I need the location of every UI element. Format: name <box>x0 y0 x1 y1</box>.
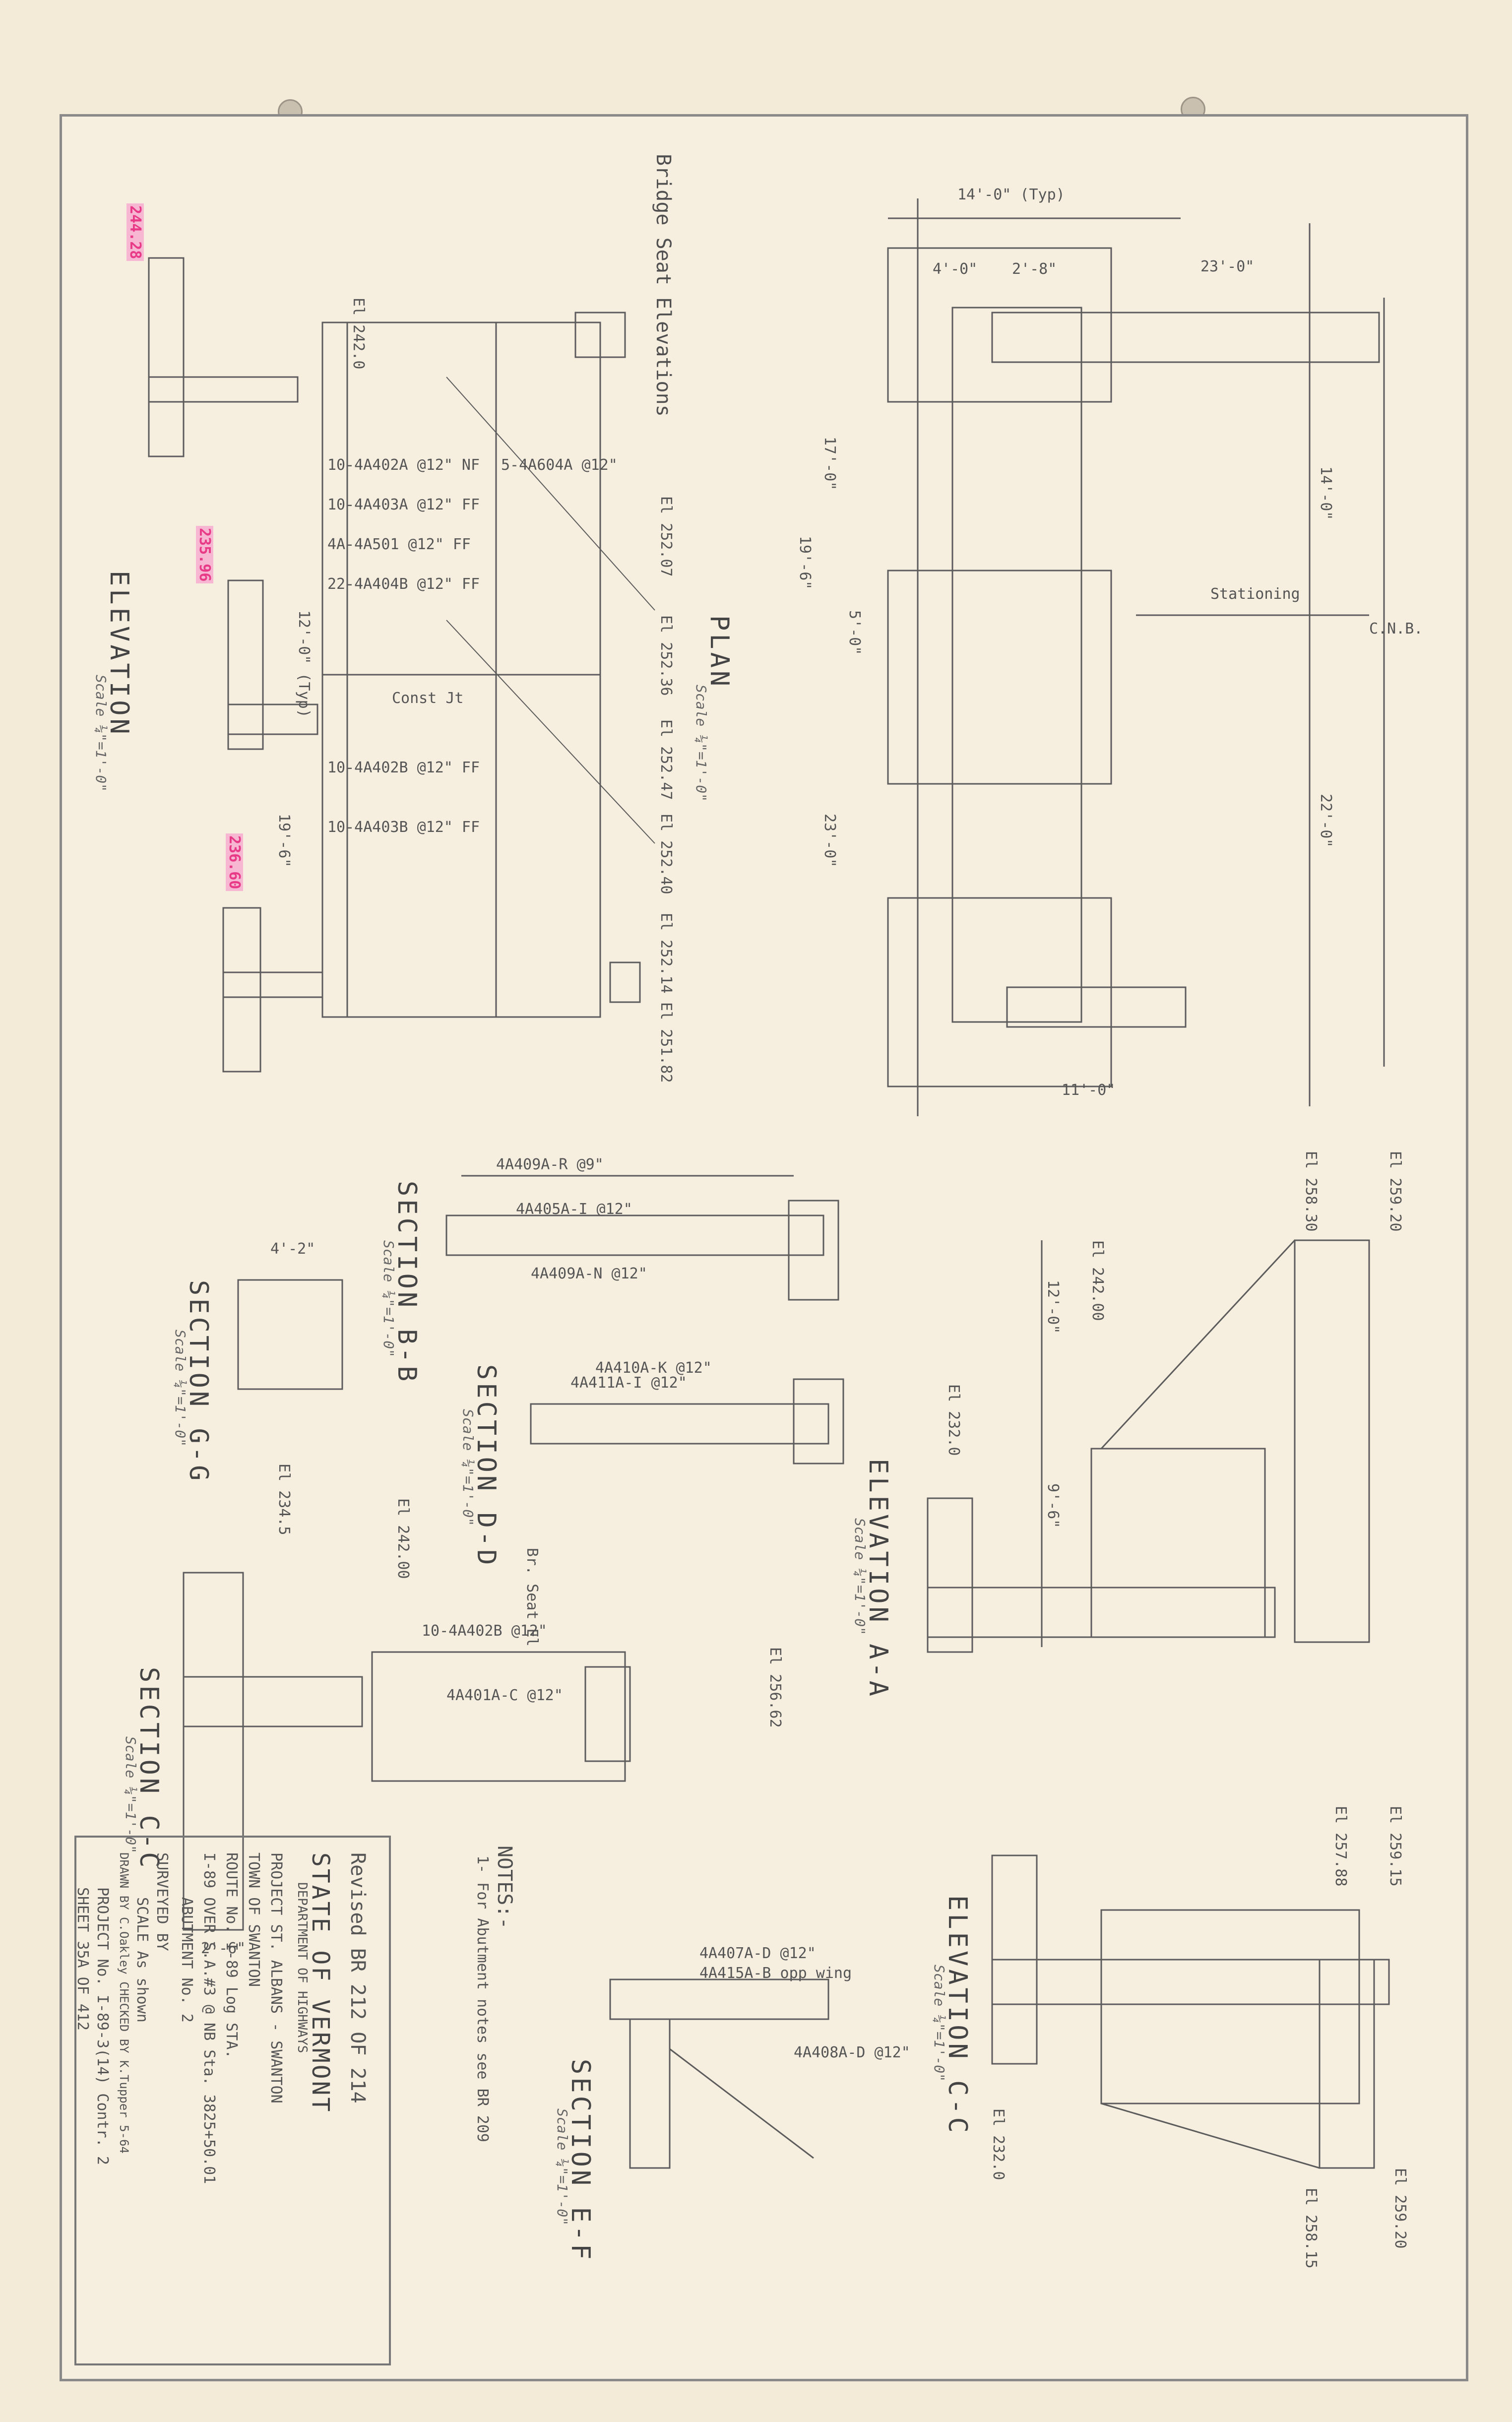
pink-elevation-mark: 244.28 <box>126 203 144 261</box>
bridge-description: I-89 OVER S.A.#3 @ NB Sta. 3825+50.01 <box>200 1852 218 2184</box>
section-bb-lines <box>445 1175 839 1301</box>
department-name: DEPARTMENT OF HIGHWAYS <box>295 1882 310 2053</box>
rebar-callout: 4A409A-N @12" <box>531 1265 647 1282</box>
section-dd-lines <box>530 1378 844 1465</box>
dimension-label: 14'-0" (Typ) <box>957 186 1065 203</box>
elevation-label: El 259.20 <box>1386 1151 1404 1232</box>
elevation-label: El 232.0 <box>990 2108 1007 2180</box>
elevation-view-lines <box>148 257 655 1073</box>
elevation-label: El 258.30 <box>1302 1151 1320 1232</box>
elevation-aa-scale: Scale ¼"=1'-0" <box>852 1518 868 1636</box>
section-bb-scale: Scale ¼"=1'-0" <box>380 1240 397 1358</box>
dimension-label: 12'-0" (Typ) <box>295 610 313 718</box>
elevation-label: El 232.0 <box>945 1384 962 1456</box>
elevation-scale: Scale ¼"=1'-0" <box>93 675 109 792</box>
elevation-label: El 252.36 <box>657 615 675 696</box>
elevation-label: El 251.82 <box>657 1002 675 1083</box>
dimension-label: 5'-0" <box>846 610 863 655</box>
elevation-cc-lines <box>991 1854 1390 2169</box>
rebar-callout: 10-4A403A @12" FF <box>327 496 480 513</box>
dimension-label: 2'-6" <box>201 1940 246 1957</box>
section-ef-scale: Scale ¼"=1'-0" <box>554 2108 570 2226</box>
rebar-callout: 4A405A-I @12" <box>516 1201 632 1218</box>
rebar-callout: 10-4A402B @12" FF <box>327 759 480 776</box>
dimension-label: 19'-6" <box>796 536 814 590</box>
dimension-label: 12'-0" <box>1044 1280 1062 1334</box>
rebar-callout: 4A411A-I @12" <box>570 1374 687 1392</box>
notes-line-1: 1- For Abutment notes see BR 209 <box>474 1855 491 2142</box>
elevation-label: El 252.40 <box>657 814 675 894</box>
elevation-cc-scale: Scale ¼"=1'-0" <box>931 1965 947 2082</box>
elevation-label: El 259.15 <box>1386 1806 1404 1887</box>
project-name: PROJECT ST. ALBANS - SWANTON <box>267 1852 285 2103</box>
elevation-label: El 259.20 <box>1391 2168 1409 2249</box>
title-block: Revised BR 212 OF 214 STATE OF VERMONT D… <box>74 1836 391 2365</box>
rebar-callout: 4A-4A501 @12" FF <box>327 536 471 553</box>
stationing-label: Stationing <box>1210 585 1300 603</box>
elevation-label: El 242.00 <box>1089 1240 1106 1321</box>
section-ef-lines <box>609 1978 829 2169</box>
dimension-label: 11'-0" <box>1062 1082 1116 1099</box>
notes-title: NOTES:- <box>493 1846 516 1929</box>
abutment-number: ABUTMENT No. 2 <box>178 1897 195 2023</box>
dimension-label: 22'-0" <box>1317 794 1334 848</box>
rebar-callout: 10-4A402A @12" NF <box>327 456 480 474</box>
section-cc-lines <box>183 1572 631 1931</box>
rebar-callout: 10-4A402B @12" <box>422 1622 547 1640</box>
elevation-label: El 242.0 <box>350 298 367 370</box>
route-number: ROUTE No. I-89 Log STA. <box>223 1852 240 2059</box>
revision-note: Revised BR 212 OF 214 <box>346 1852 369 2103</box>
elevation-label: El 252.07 <box>657 496 675 577</box>
rebar-callout: 4A407A-D @12" <box>699 1945 816 1962</box>
bridge-seat-el-label: Br. Seat El <box>523 1548 541 1647</box>
rebar-callout: 22-4A404B @12" FF <box>327 575 480 593</box>
sheet-number: SHEET 35A OF 412 <box>74 1887 91 2031</box>
const-joint-label: Const Jt <box>392 690 464 707</box>
elevation-label: El 256.62 <box>766 1647 784 1728</box>
rebar-callout: 10-4A403B @12" FF <box>327 819 480 836</box>
elevation-label: El 258.15 <box>1302 2188 1320 2269</box>
scale-note: SCALE As shown <box>133 1897 151 2023</box>
plan-scale: Scale ¼"=1'-0" <box>693 685 709 802</box>
rebar-callout: 4A415A-B opp wing <box>699 1965 852 1982</box>
dimension-label: 14'-0" <box>1317 466 1334 520</box>
rebar-callout: 4A410A-K @12" <box>595 1359 712 1377</box>
elevation-label: El 257.88 <box>1332 1806 1349 1887</box>
plan-title: PLAN <box>704 615 734 690</box>
dimension-label: 19'-6" <box>275 814 293 868</box>
town-name: TOWN OF SWANTON <box>245 1852 262 1987</box>
drawn-checked-by: DRAWN BY C.Oakley CHECKED BY K.Tupper 5-… <box>117 1852 131 2154</box>
dimension-label: 9'-6" <box>1044 1483 1062 1529</box>
drawing-sheet <box>60 114 1468 2381</box>
elevation-label: El 252.14 <box>657 913 675 994</box>
section-gg-lines <box>237 1279 343 1390</box>
dimension-label: 23'-0" <box>1200 258 1255 275</box>
section-gg-scale: Scale ¼"=1'-0" <box>172 1330 189 1447</box>
plan-view-lines <box>887 198 1385 1116</box>
elevation-label: El 234.5 <box>275 1464 293 1535</box>
elevation-aa-lines <box>927 1239 1370 1653</box>
pink-elevation-mark: 236.60 <box>226 833 243 892</box>
bridge-seat-label: Bridge Seat Elevations <box>652 154 675 417</box>
state-name: STATE OF VERMONT <box>307 1852 334 2114</box>
dimension-label: 23'-0" <box>821 814 838 868</box>
elevation-label: El 242.00 <box>394 1498 412 1579</box>
rebar-callout: 5-4A604A @12" <box>501 456 618 474</box>
surveyed-by: SURVEYED BY <box>153 1852 171 1951</box>
project-number: PROJECT No. I-89-3(14) Contr. 2 <box>94 1887 111 2165</box>
section-dd-scale: Scale ¼"=1'-0" <box>460 1409 476 1527</box>
pink-elevation-mark: 235.96 <box>196 526 213 584</box>
rebar-callout: 4A409A-R @9" <box>496 1156 604 1173</box>
dimension-label: 2'-8" <box>1012 260 1057 278</box>
dimension-label: 4'-0" <box>933 260 978 278</box>
rebar-callout: 4A401A-C @12" <box>446 1687 563 1704</box>
rebar-callout: 4A408A-D @12" <box>794 2044 910 2061</box>
dimension-label: 4'-2" <box>270 1240 315 1258</box>
centerline-label: C.N.B. <box>1369 620 1423 637</box>
dimension-label: 17'-0" <box>821 437 838 491</box>
elevation-label: El 252.47 <box>657 719 675 800</box>
